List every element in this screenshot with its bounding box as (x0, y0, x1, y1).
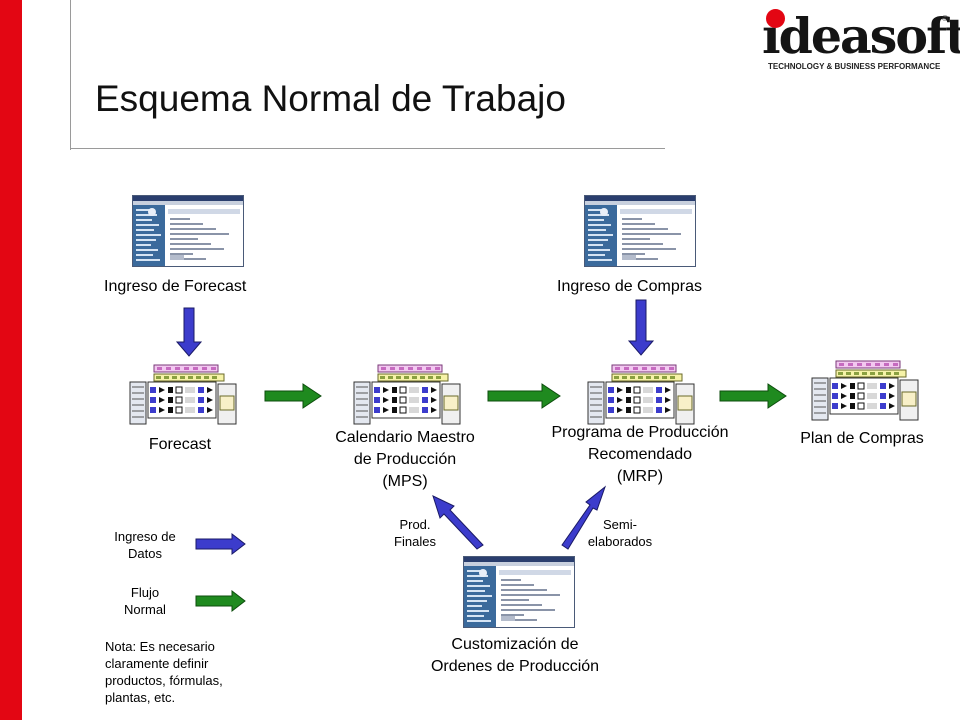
note-line4: plantas, etc. (105, 690, 176, 705)
legend-data-entry-arrow (195, 532, 246, 556)
legend-normal-flow-label: Flujo Normal (100, 584, 190, 618)
title-vertical-rule (70, 0, 71, 150)
mrp-module-graphic (586, 362, 698, 428)
node-mps-line1: Calendario Maestro (335, 429, 475, 446)
title-horizontal-rule (70, 148, 665, 149)
purchases-entry-label: Ingreso de Compras (557, 278, 702, 295)
node-mps-label: Calendario Maestro de Producción (MPS) (305, 427, 505, 493)
production-orders-label-line1: Customización de (451, 636, 579, 653)
arrow-forecast-to-mps (264, 383, 322, 409)
edge-finished-line1: Prod. (399, 517, 431, 532)
purchases-entry-screenshot (584, 195, 696, 267)
forecast-module-graphic (128, 362, 240, 428)
note-line2: claramente definir (105, 656, 209, 671)
arrow-mps-to-mrp (487, 383, 561, 409)
arrow-purchases-entry-down (627, 299, 655, 356)
slide-title: Esquema Normal de Trabajo (95, 78, 566, 119)
note-text: Nota: Es necesario claramente definir pr… (105, 638, 223, 706)
legend-data-entry-label: Ingreso de Datos (100, 528, 190, 562)
node-mrp-line1: Programa de Producción (551, 424, 729, 441)
node-mps-line2: de Producción (353, 451, 457, 468)
legend-normal-flow-arrow (195, 589, 246, 613)
edge-semifinished-label: Semi- elaborados (575, 516, 665, 550)
mps-module-graphic (352, 362, 464, 428)
note-line3: productos, fórmulas, (105, 673, 223, 688)
forecast-entry-screenshot (132, 195, 244, 267)
legend-normal-flow-line2: Normal (124, 602, 166, 617)
edge-semi-line1: Semi- (603, 517, 637, 532)
legend-data-entry-line1: Ingreso de (114, 529, 176, 544)
node-mrp-line3: (MRP) (616, 468, 664, 485)
legend-normal-flow-line1: Flujo (130, 585, 160, 600)
logo-red-dot (766, 9, 785, 28)
arrow-mrp-to-purchase-plan (719, 383, 787, 409)
node-purchase-plan-label: Plan de Compras (782, 428, 942, 450)
edge-finished-line2: Finales (394, 534, 436, 549)
node-mrp-line2: Recomendado (587, 446, 693, 463)
node-mrp-label: Programa de Producción Recomendado (MRP) (525, 422, 755, 488)
edge-finished-products-label: Prod. Finales (385, 516, 445, 550)
production-orders-label-line2: Ordenes de Producción (430, 658, 600, 675)
arrow-forecast-entry-down (175, 307, 203, 357)
legend-data-entry-line2: Datos (128, 546, 162, 561)
red-side-bar (0, 0, 22, 720)
ideasoft-logo: ideasoft ® TECHNOLOGY & BUSINESS PERFORM… (762, 6, 960, 76)
logo-registered-mark: ® (942, 14, 948, 23)
node-purchase-plan-line1: Plan de Compras (800, 430, 924, 447)
forecast-entry-label: Ingreso de Forecast (104, 278, 247, 295)
logo-wordmark: ideasoft (762, 7, 960, 65)
production-orders-label: Customización de Ordenes de Producción (405, 634, 625, 678)
logo-tagline: TECHNOLOGY & BUSINESS PERFORMANCE (768, 62, 941, 71)
purchase-plan-module-graphic (810, 358, 922, 424)
node-forecast-label: Forecast (120, 434, 240, 456)
node-mps-line3: (MPS) (382, 473, 428, 490)
note-line1: Nota: Es necesario (105, 639, 215, 654)
node-forecast-line1: Forecast (148, 436, 212, 453)
edge-semi-line2: elaborados (587, 534, 653, 549)
production-orders-screenshot (463, 556, 575, 628)
